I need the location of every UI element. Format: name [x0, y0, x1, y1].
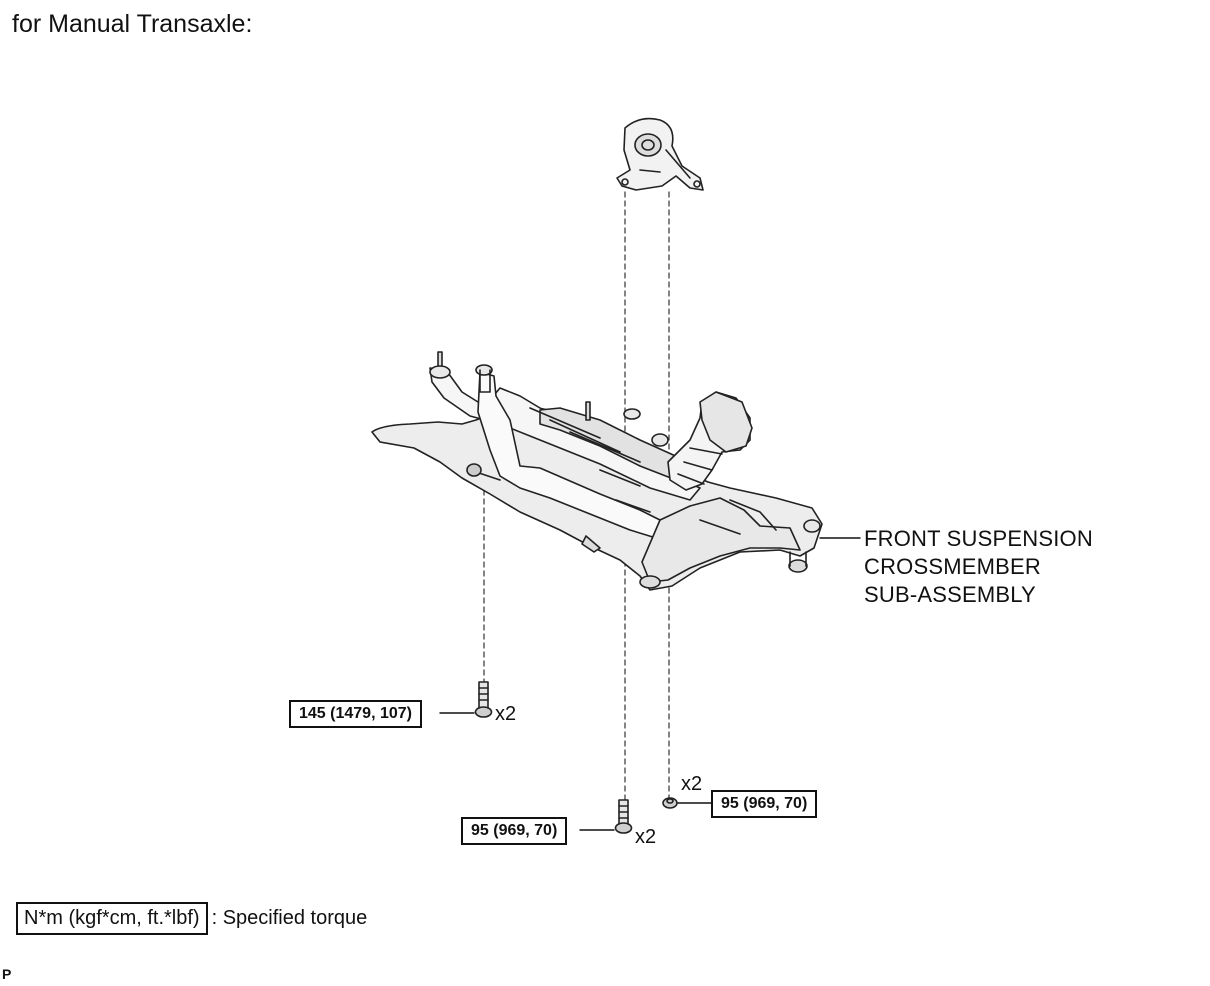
crossmember-label-line3: SUB-ASSEMBLY [864, 582, 1036, 607]
rear-bolt [474, 681, 493, 718]
leader-lines [439, 537, 861, 831]
rear-bolt-torque-box: 145 (1479, 107) [289, 700, 422, 728]
front-bolt [614, 799, 633, 834]
crossmember-body [371, 367, 823, 591]
front-bolt-torque-box: 95 (969, 70) [461, 817, 568, 845]
page-heading: for Manual Transaxle: [12, 10, 253, 38]
corner-mark: P [2, 966, 12, 982]
nut [662, 797, 678, 809]
torque-legend: N*m (kgf*cm, ft.*lbf) : Specified torque [16, 902, 367, 935]
legend-text: : Specified torque [211, 907, 368, 929]
crossmember-label-line2: CROSSMEMBER [864, 554, 1041, 579]
crossmember-label-line1: FRONT SUSPENSION [864, 526, 1093, 551]
legend-units-box: N*m (kgf*cm, ft.*lbf) [16, 902, 208, 935]
steering-boot [667, 391, 753, 491]
assembly-lines [483, 191, 670, 801]
front-bolt-quantity: x2 [635, 826, 657, 848]
rear-bolt-quantity: x2 [495, 703, 517, 725]
mount-studs [429, 351, 821, 589]
engine-mount-bracket [616, 117, 704, 191]
nut-torque-box: 95 (969, 70) [711, 790, 818, 818]
crossmember-label: FRONT SUSPENSION CROSSMEMBER SUB-ASSEMBL… [864, 525, 1093, 609]
nut-quantity: x2 [681, 773, 703, 795]
